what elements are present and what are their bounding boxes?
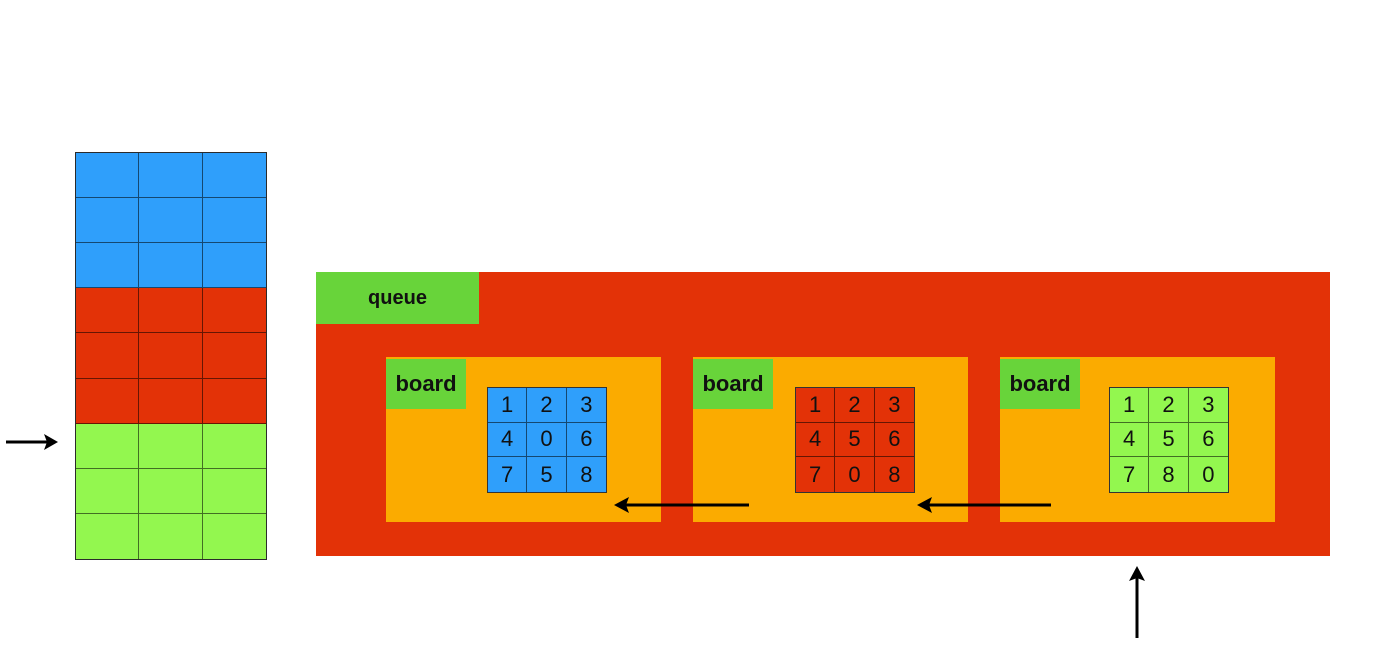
board-label: board <box>1000 359 1080 409</box>
stack-cell-red <box>139 333 203 379</box>
stack-cell-blue <box>76 198 140 244</box>
stack-cell-red <box>202 333 266 379</box>
stack-cell-red <box>202 288 266 334</box>
stack-cell-blue <box>202 198 266 244</box>
puzzle-tile: 2 <box>835 388 875 423</box>
stack-cell-blue <box>202 243 266 289</box>
puzzle-tile: 8 <box>580 461 593 487</box>
puzzle-tile: 4 <box>488 422 528 458</box>
stack-cell-green <box>202 423 266 469</box>
puzzle-tile: 6 <box>1188 423 1228 458</box>
puzzle-tile: 1 <box>796 388 836 423</box>
puzzle-tile: 2 <box>527 388 567 423</box>
enqueue-arrow <box>1129 566 1145 638</box>
color-stack <box>75 152 267 560</box>
puzzle-tile: 1 <box>1110 388 1150 423</box>
stack-cell-green <box>139 513 203 559</box>
stack-cell-green <box>202 468 266 514</box>
stack-cell-red <box>202 378 266 424</box>
puzzle-tile: 3 <box>1188 388 1228 423</box>
stack-cell-blue <box>139 153 203 199</box>
puzzle-tile: 1 <box>488 388 528 423</box>
puzzle-tile: 3 <box>874 388 914 423</box>
stack-cell-green <box>76 468 140 514</box>
puzzle-tile: 5 <box>835 422 875 458</box>
puzzle-tile: 8 <box>1149 457 1189 492</box>
stack-cell-green <box>139 468 203 514</box>
stack-cell-blue <box>139 198 203 244</box>
stack-cell-green <box>76 513 140 559</box>
stack-cell-red <box>76 378 140 424</box>
stack-cell-blue <box>202 153 266 199</box>
stack-cell-blue <box>139 243 203 289</box>
stack-cell-red <box>76 333 140 379</box>
puzzle-tile: 0 <box>835 457 875 492</box>
stack-cell-blue <box>76 243 140 289</box>
puzzle-tile: 7 <box>488 457 528 492</box>
stack-cell-green <box>139 423 203 469</box>
queue-label: queue <box>316 272 479 324</box>
puzzle-tile: 4 <box>796 422 836 458</box>
stack-cell-green <box>76 423 140 469</box>
board-label: board <box>386 359 466 409</box>
stack-cell-green <box>202 513 266 559</box>
puzzle-tile: 0 <box>1202 461 1215 487</box>
puzzle-tile: 7 <box>1110 457 1150 492</box>
puzzle-tile: 6 <box>874 423 914 458</box>
stack-cell-red <box>76 288 140 334</box>
puzzle-tile: 5 <box>1149 422 1189 458</box>
puzzle-tile: 8 <box>888 461 901 487</box>
stack-cell-blue <box>76 153 140 199</box>
puzzle-tile: 0 <box>527 422 567 458</box>
stack-cell-red <box>139 288 203 334</box>
puzzle-tile: 6 <box>566 423 606 458</box>
puzzle-tile: 7 <box>796 457 836 492</box>
board-label: board <box>693 359 773 409</box>
puzzle-tile: 4 <box>1110 422 1150 458</box>
puzzle-tile: 2 <box>1149 388 1189 423</box>
stack-pointer-arrow <box>6 434 58 450</box>
puzzle-tile: 5 <box>527 457 567 492</box>
puzzle-tile: 3 <box>566 388 606 423</box>
stack-cell-red <box>139 378 203 424</box>
